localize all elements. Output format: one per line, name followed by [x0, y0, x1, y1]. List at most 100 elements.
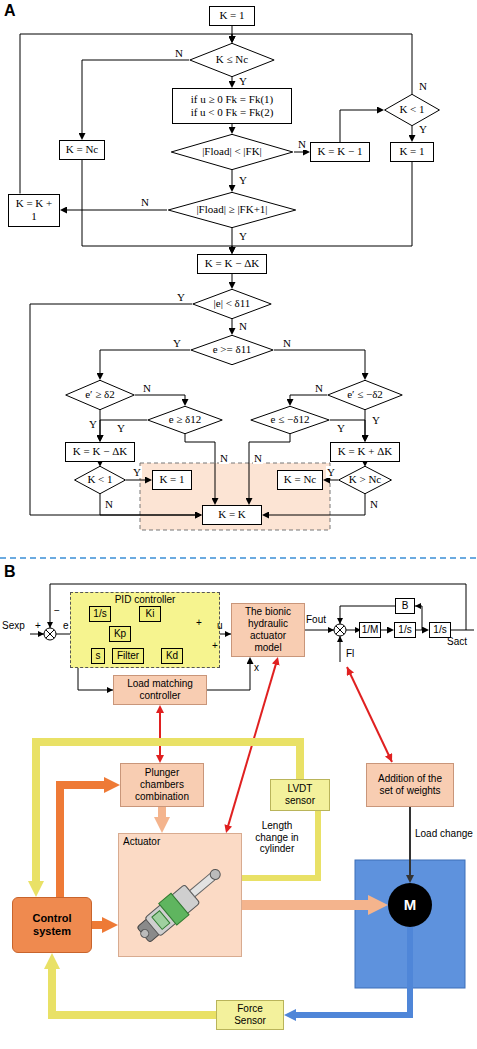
connector: [30, 304, 198, 515]
node-text: Control system: [16, 912, 88, 938]
node-text: K = K − ΔK: [201, 257, 263, 270]
transfer-block: Kp: [109, 626, 131, 642]
branch-label: Y: [238, 174, 248, 186]
node-text: 1/s: [431, 624, 449, 636]
transfer-block: Filter: [112, 648, 144, 664]
dashed-region: [140, 463, 330, 530]
connector: [290, 395, 327, 402]
node-text: e′ ≥ δ2: [85, 388, 115, 401]
branch-label: Y: [116, 422, 126, 434]
connector: [232, 274, 233, 285]
connector: [232, 77, 233, 84]
decision-diamond: e′ ≤ −δ2: [327, 380, 403, 410]
branch-label: N: [142, 382, 152, 394]
branch-label: N: [314, 382, 324, 394]
text-label: B: [4, 563, 16, 581]
branch-label: Y: [132, 466, 142, 478]
node-text: Ki: [141, 608, 159, 620]
node-text: e ≤ −δ12: [271, 413, 310, 426]
connector: [412, 126, 413, 138]
connector: [64, 210, 167, 211]
connector: [294, 152, 306, 153]
node-text: |Fload| ≥ |FK+1|: [196, 203, 267, 216]
branch-label: Y: [418, 123, 428, 135]
branch-label: N: [174, 47, 184, 59]
node-text: K = K − ΔK: [69, 445, 131, 458]
connector: [381, 630, 390, 631]
connector: [330, 420, 365, 438]
decision-diamond: K < 1: [74, 466, 126, 494]
connector: [266, 494, 365, 515]
branch-label: Y: [238, 75, 248, 87]
node-text: K = 1: [156, 473, 188, 486]
branch-label: N: [369, 498, 379, 510]
connector: [232, 124, 233, 130]
transfer-block: s: [91, 648, 105, 664]
node-text: Actuator: [123, 836, 237, 848]
branch-label: Y: [176, 291, 186, 303]
text-label: Sact: [447, 636, 467, 648]
decision-diamond: K > Nc: [338, 466, 392, 494]
node-text: K = Nc: [63, 143, 101, 156]
group-title: PID controller: [71, 594, 219, 606]
connector: [60, 785, 110, 897]
connector: [242, 811, 318, 878]
decision-diamond: e′ ≥ δ2: [65, 380, 135, 410]
node-text: e′ ≤ −δ2: [347, 388, 383, 401]
text-label: +: [212, 640, 218, 652]
branch-label: N: [104, 498, 114, 510]
transfer-block: B: [395, 598, 415, 614]
node-text: M: [404, 896, 417, 914]
node-text: K = K + 1: [12, 197, 56, 223]
branch-label: Y: [88, 418, 98, 430]
text-label: x: [254, 662, 259, 674]
text-label: Fl: [346, 648, 354, 660]
connector: [327, 480, 338, 481]
node-text: Force Sensor: [220, 1003, 280, 1027]
decision-diamond: e >= δ11: [190, 335, 274, 365]
text-label: Fout: [306, 614, 326, 626]
node-text: if u ≥ 0 Fk = Fk(1): [176, 93, 288, 106]
connector: [92, 921, 108, 929]
transfer-block: Ki: [139, 606, 161, 622]
text-label: A: [4, 2, 16, 20]
connector: [158, 807, 166, 823]
decision-diamond: e ≤ −δ12: [250, 406, 330, 434]
branch-label: N: [418, 80, 428, 92]
connector: [126, 480, 148, 481]
node-text: K < 1: [399, 103, 424, 116]
decision-diamond: |Fload| < |FK|: [170, 134, 294, 170]
sensor-box: Force Sensor: [216, 1000, 284, 1030]
branch-label: Y: [172, 337, 182, 349]
branch-label: Y: [336, 422, 346, 434]
node-text: 1/M: [361, 624, 379, 636]
transfer-block: 1/s: [429, 622, 451, 638]
connector: [409, 807, 411, 878]
sensor-box: LVDT sensor: [270, 779, 330, 811]
panel-divider: [0, 557, 477, 559]
mass-circle: M: [388, 883, 432, 927]
node-text: K = 1: [213, 9, 251, 22]
connector: [274, 350, 365, 376]
node-text: The bionic hydraulic actuator model: [235, 606, 301, 654]
node-text: e >= δ11: [213, 343, 252, 356]
node-text: K > Nc: [349, 473, 381, 486]
text-label: −: [54, 605, 60, 617]
process-box: K = K + 1: [8, 194, 60, 227]
branch-label: N: [282, 337, 292, 349]
control-box: Control system: [12, 897, 92, 953]
connector: [416, 630, 425, 631]
process-box: K = 1: [152, 470, 192, 490]
connector: [249, 434, 290, 501]
connector: [135, 395, 185, 402]
connector: [100, 350, 190, 376]
pid-group: PID controller1/sKiKpsFilterKd: [70, 592, 220, 668]
node-text: Load matching controller: [117, 678, 203, 702]
node-text: K = K − 1: [314, 145, 366, 158]
connector: [100, 420, 147, 438]
connector: [185, 434, 215, 501]
connector: [291, 927, 410, 1015]
node-text: Kd: [163, 650, 181, 662]
branch-label: N: [238, 320, 248, 332]
